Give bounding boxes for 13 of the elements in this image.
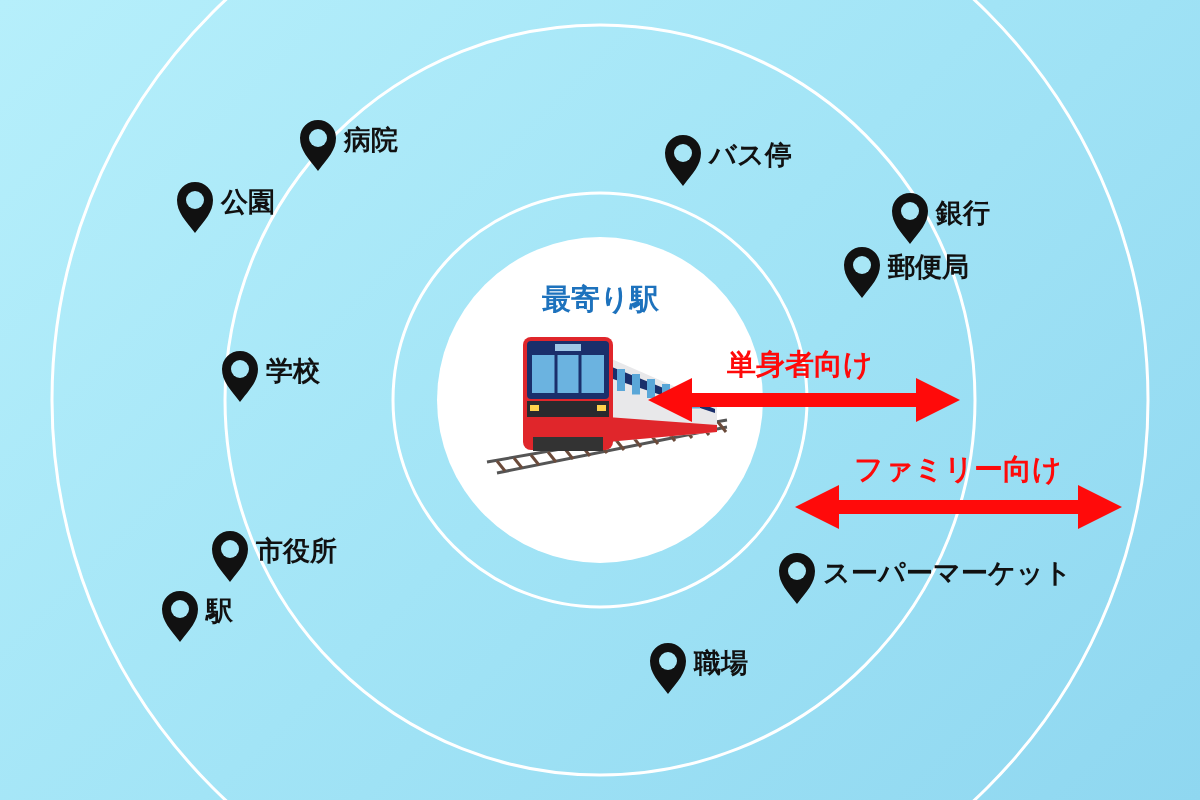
place-label: 市役所 xyxy=(256,537,337,564)
place-label: スーパーマーケット xyxy=(823,559,1072,586)
range-label: 単身者向け xyxy=(726,350,874,379)
place-label: 病院 xyxy=(344,126,398,153)
place-label: 駅 xyxy=(206,597,233,624)
place-label: 銀行 xyxy=(936,199,990,226)
place-label: 学校 xyxy=(266,357,320,384)
place-label: 公園 xyxy=(221,188,275,215)
place-label: 郵便局 xyxy=(888,253,969,280)
place-label: バス停 xyxy=(709,141,792,168)
place-label: 職場 xyxy=(694,649,748,676)
station-title: 最寄り駅 xyxy=(540,285,660,314)
range-label: ファミリー向け xyxy=(853,455,1063,484)
